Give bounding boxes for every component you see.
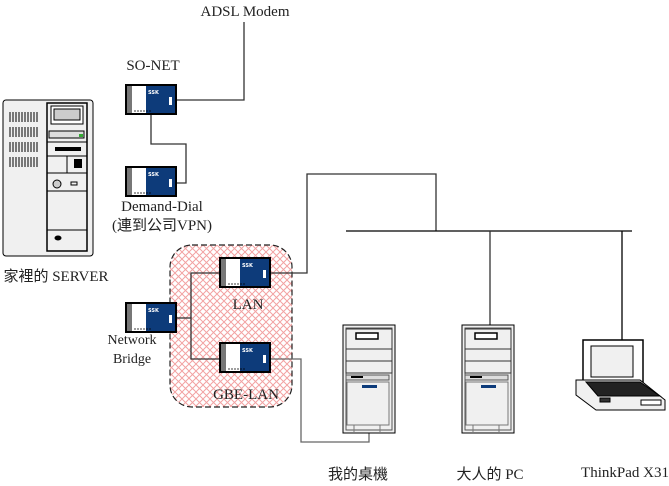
card-brand-text: SSK <box>148 90 160 96</box>
card-brand-text: SSK <box>148 172 160 178</box>
parents-pc-label: 大人的 PC <box>456 467 524 483</box>
line-bridge-branches <box>190 272 219 360</box>
parents-pc-icon <box>461 324 515 434</box>
server-icon <box>2 99 94 257</box>
thinkpad-label: ThinkPad X31 <box>581 465 669 481</box>
line-lan-bus <box>270 173 437 274</box>
connection-lines <box>150 22 632 443</box>
demand-dial-sublabel: (連到公司VPN) <box>112 218 212 234</box>
network-bridge-sublabel: Bridge <box>112 352 152 367</box>
adsl-modem-label: ADSL Modem <box>200 4 290 20</box>
gbe-lan-label: GBE-LAN <box>213 387 279 403</box>
network-bridge-label: Network <box>107 333 157 348</box>
lan-adapter-icon: SSK <box>219 257 271 288</box>
card-brand-text: SSK <box>242 348 254 354</box>
network-bridge-adapter-icon: SSK <box>125 302 177 333</box>
lan-label: LAN <box>232 297 264 313</box>
my-desktop-label: 我的桌機 <box>327 467 389 483</box>
card-brand-text: SSK <box>148 308 160 314</box>
my-desktop-icon <box>342 324 396 434</box>
demand-dial-label: Demand-Dial <box>121 199 203 215</box>
line-gbe-desktop <box>270 358 370 443</box>
line-sonet-demanddial <box>150 115 187 184</box>
laptop-icon <box>575 339 666 411</box>
so-net-adapter-icon: SSK <box>125 84 177 115</box>
line-modem-sonet <box>177 22 245 101</box>
home-server-label: 家裡的 SERVER <box>3 269 109 285</box>
gbe-lan-adapter-icon: SSK <box>219 342 271 373</box>
card-brand-text: SSK <box>242 263 254 269</box>
demand-dial-adapter-icon: SSK <box>125 166 177 197</box>
so-net-label: SO-NET <box>126 58 180 74</box>
